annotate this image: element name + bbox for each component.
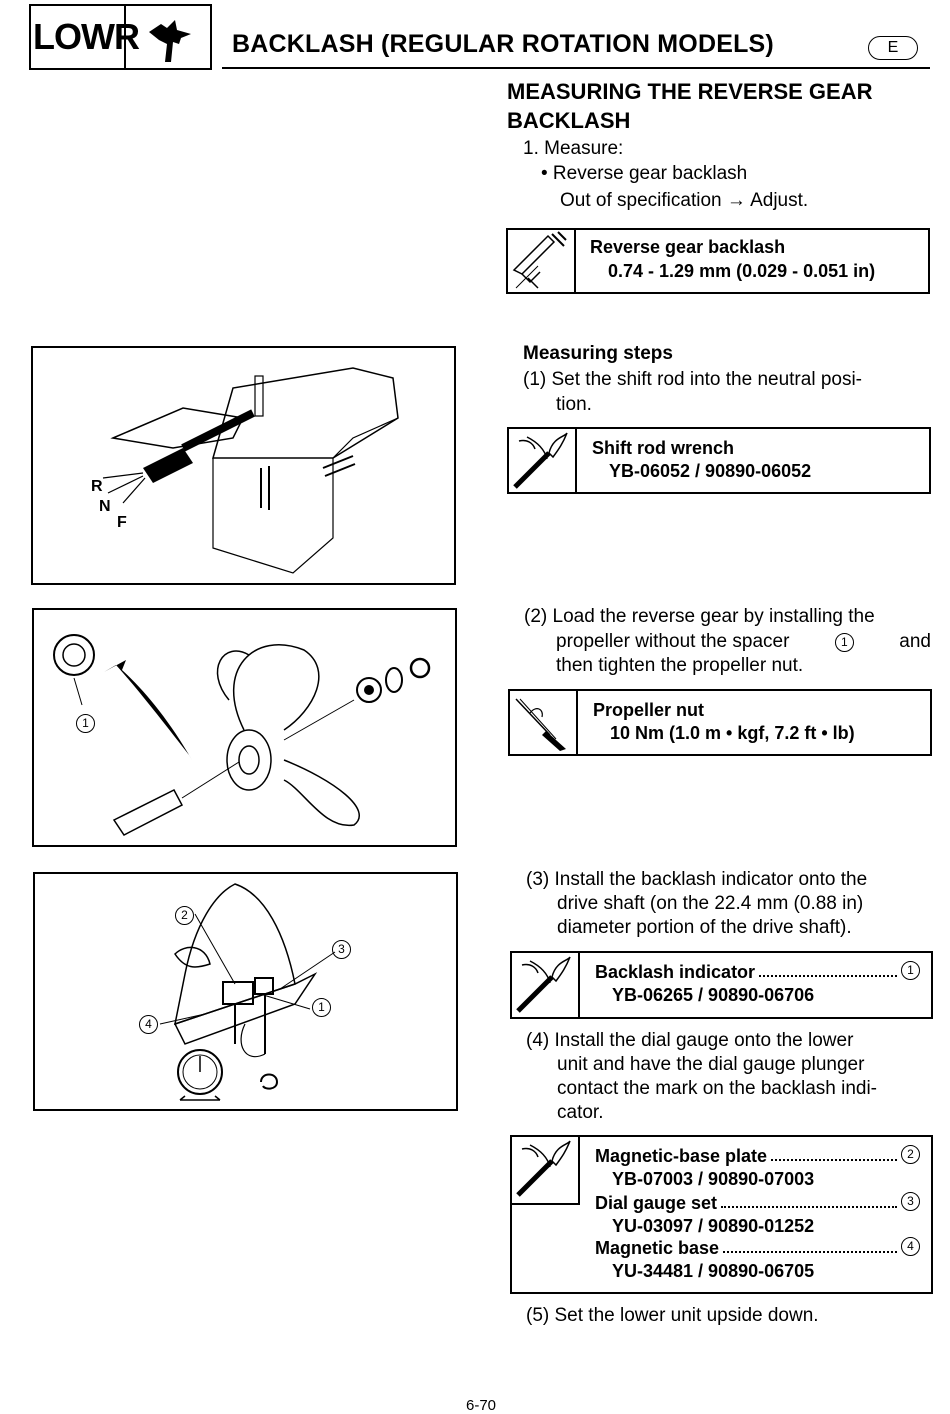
propeller-illustration: [53, 634, 431, 836]
header-rule: [222, 67, 930, 69]
section-title-line2: BACKLASH: [507, 108, 631, 133]
tool-part: YB-07003 / 90890-07003: [612, 1169, 815, 1189]
step-2-line3: then tighten the propeller nut.: [556, 655, 804, 676]
torque-box-propeller-nut: Propeller nut 10 Nm (1.0 m • kgf, 7.2 ft…: [508, 689, 932, 756]
callout-1: 1: [312, 998, 331, 1017]
step-4-line4: cator.: [557, 1102, 604, 1123]
tool-box-backlash-indicator: Backlash indicator 1 YB-06265 / 90890-06…: [510, 951, 933, 1019]
tool-name: Magnetic-base plate: [595, 1146, 768, 1166]
spec-label: Reverse gear backlash: [590, 237, 786, 257]
tool-part: YU-34481 / 90890-06705: [612, 1261, 815, 1281]
tool-name: Magnetic base: [595, 1238, 720, 1258]
tool-ref: 1: [901, 961, 920, 980]
label-r: R: [91, 478, 103, 495]
measuring-heading: Measuring steps: [523, 343, 673, 364]
spec-value: 0.74 - 1.29 mm (0.029 - 0.051 in): [608, 261, 876, 281]
step-5: (5) Set the lower unit upside down.: [526, 1305, 819, 1326]
callout-1: 1: [76, 714, 95, 733]
spacer-ref: 1: [834, 632, 854, 652]
tool-box-dial-gauge-group: Magnetic-base plate 2 YB-07003 / 90890-0…: [510, 1135, 933, 1294]
language-badge: E: [868, 36, 918, 60]
tool-name: Backlash indicator: [595, 962, 756, 982]
tool-name: Dial gauge set: [595, 1193, 718, 1213]
step-3-line3: diameter portion of the drive shaft).: [557, 917, 852, 938]
step-2-line2: propeller without the spacer 1 and: [556, 631, 931, 652]
callout-4: 4: [139, 1015, 158, 1034]
tool-name-row: Backlash indicator 1: [595, 961, 920, 983]
wrench-tool-icon: [512, 1137, 580, 1205]
tool-part: YU-03097 / 90890-01252: [612, 1216, 815, 1236]
step-3-line1: (3) Install the backlash indicator onto …: [526, 869, 868, 890]
tool-part: YB-06265 / 90890-06706: [612, 985, 815, 1005]
dial-gauge-illustration: [159, 883, 336, 1101]
torque-value: 10 Nm (1.0 m • kgf, 7.2 ft • lb): [610, 723, 855, 743]
figure-propeller: 1: [32, 608, 457, 847]
tool-box-shift-rod: Shift rod wrench YB-06052 / 90890-06052: [507, 427, 931, 494]
tool-ref: 4: [901, 1237, 920, 1256]
callout-2: 2: [175, 906, 194, 925]
spec-box-backlash: Reverse gear backlash 0.74 - 1.29 mm (0.…: [506, 228, 930, 294]
tool-part: YB-06052 / 90890-06052: [609, 461, 812, 481]
step-4-line1: (4) Install the dial gauge onto the lowe…: [526, 1030, 854, 1051]
figure-shift-rod: R N F: [31, 346, 456, 585]
tool-name-row: Magnetic base 4: [595, 1237, 920, 1259]
torque-name: Propeller nut: [593, 700, 705, 720]
torque-wrench-icon: [510, 691, 578, 754]
page-number: 6-70: [466, 1397, 497, 1414]
step-1-line2: tion.: [556, 394, 592, 415]
section-title-line1: MEASURING THE REVERSE GEAR: [507, 79, 873, 104]
tool-name-row: Magnetic-base plate 2: [595, 1145, 920, 1167]
page-title: BACKLASH (REGULAR ROTATION MODELS): [232, 30, 774, 58]
label-n: N: [99, 498, 111, 515]
callout-3: 3: [332, 940, 351, 959]
caliper-icon: [508, 230, 576, 292]
figure-dial-gauge: 2 3 1 4: [33, 872, 458, 1111]
lower-unit-icon: [141, 14, 201, 64]
label-f: F: [117, 514, 127, 531]
tool-ref: 3: [901, 1192, 920, 1211]
tool-name: Shift rod wrench: [592, 438, 735, 458]
tool-name-row: Dial gauge set 3: [595, 1192, 920, 1214]
section-tag: LOWR: [33, 16, 140, 57]
step-2-line1: (2) Load the reverse gear by installing …: [524, 606, 875, 627]
step-1: 1. Measure:: [523, 138, 624, 159]
bullet-sub: Out of specification → Adjust.: [560, 190, 809, 211]
bullet-item: • Reverse gear backlash: [541, 163, 748, 184]
step-4-line2: unit and have the dial gauge plunger: [557, 1054, 865, 1075]
step-3-line2: drive shaft (on the 22.4 mm (0.88 in): [557, 893, 864, 914]
step-1-line1: (1) Set the shift rod into the neutral p…: [523, 369, 863, 390]
wrench-tool-icon: [512, 953, 580, 1017]
wrench-tool-icon: [509, 429, 577, 492]
shift-rod-illustration: [102, 367, 399, 574]
tool-ref: 2: [901, 1145, 920, 1164]
step-4-line3: contact the mark on the backlash indi-: [557, 1078, 878, 1099]
section-tag-box: LOWR: [29, 4, 212, 70]
